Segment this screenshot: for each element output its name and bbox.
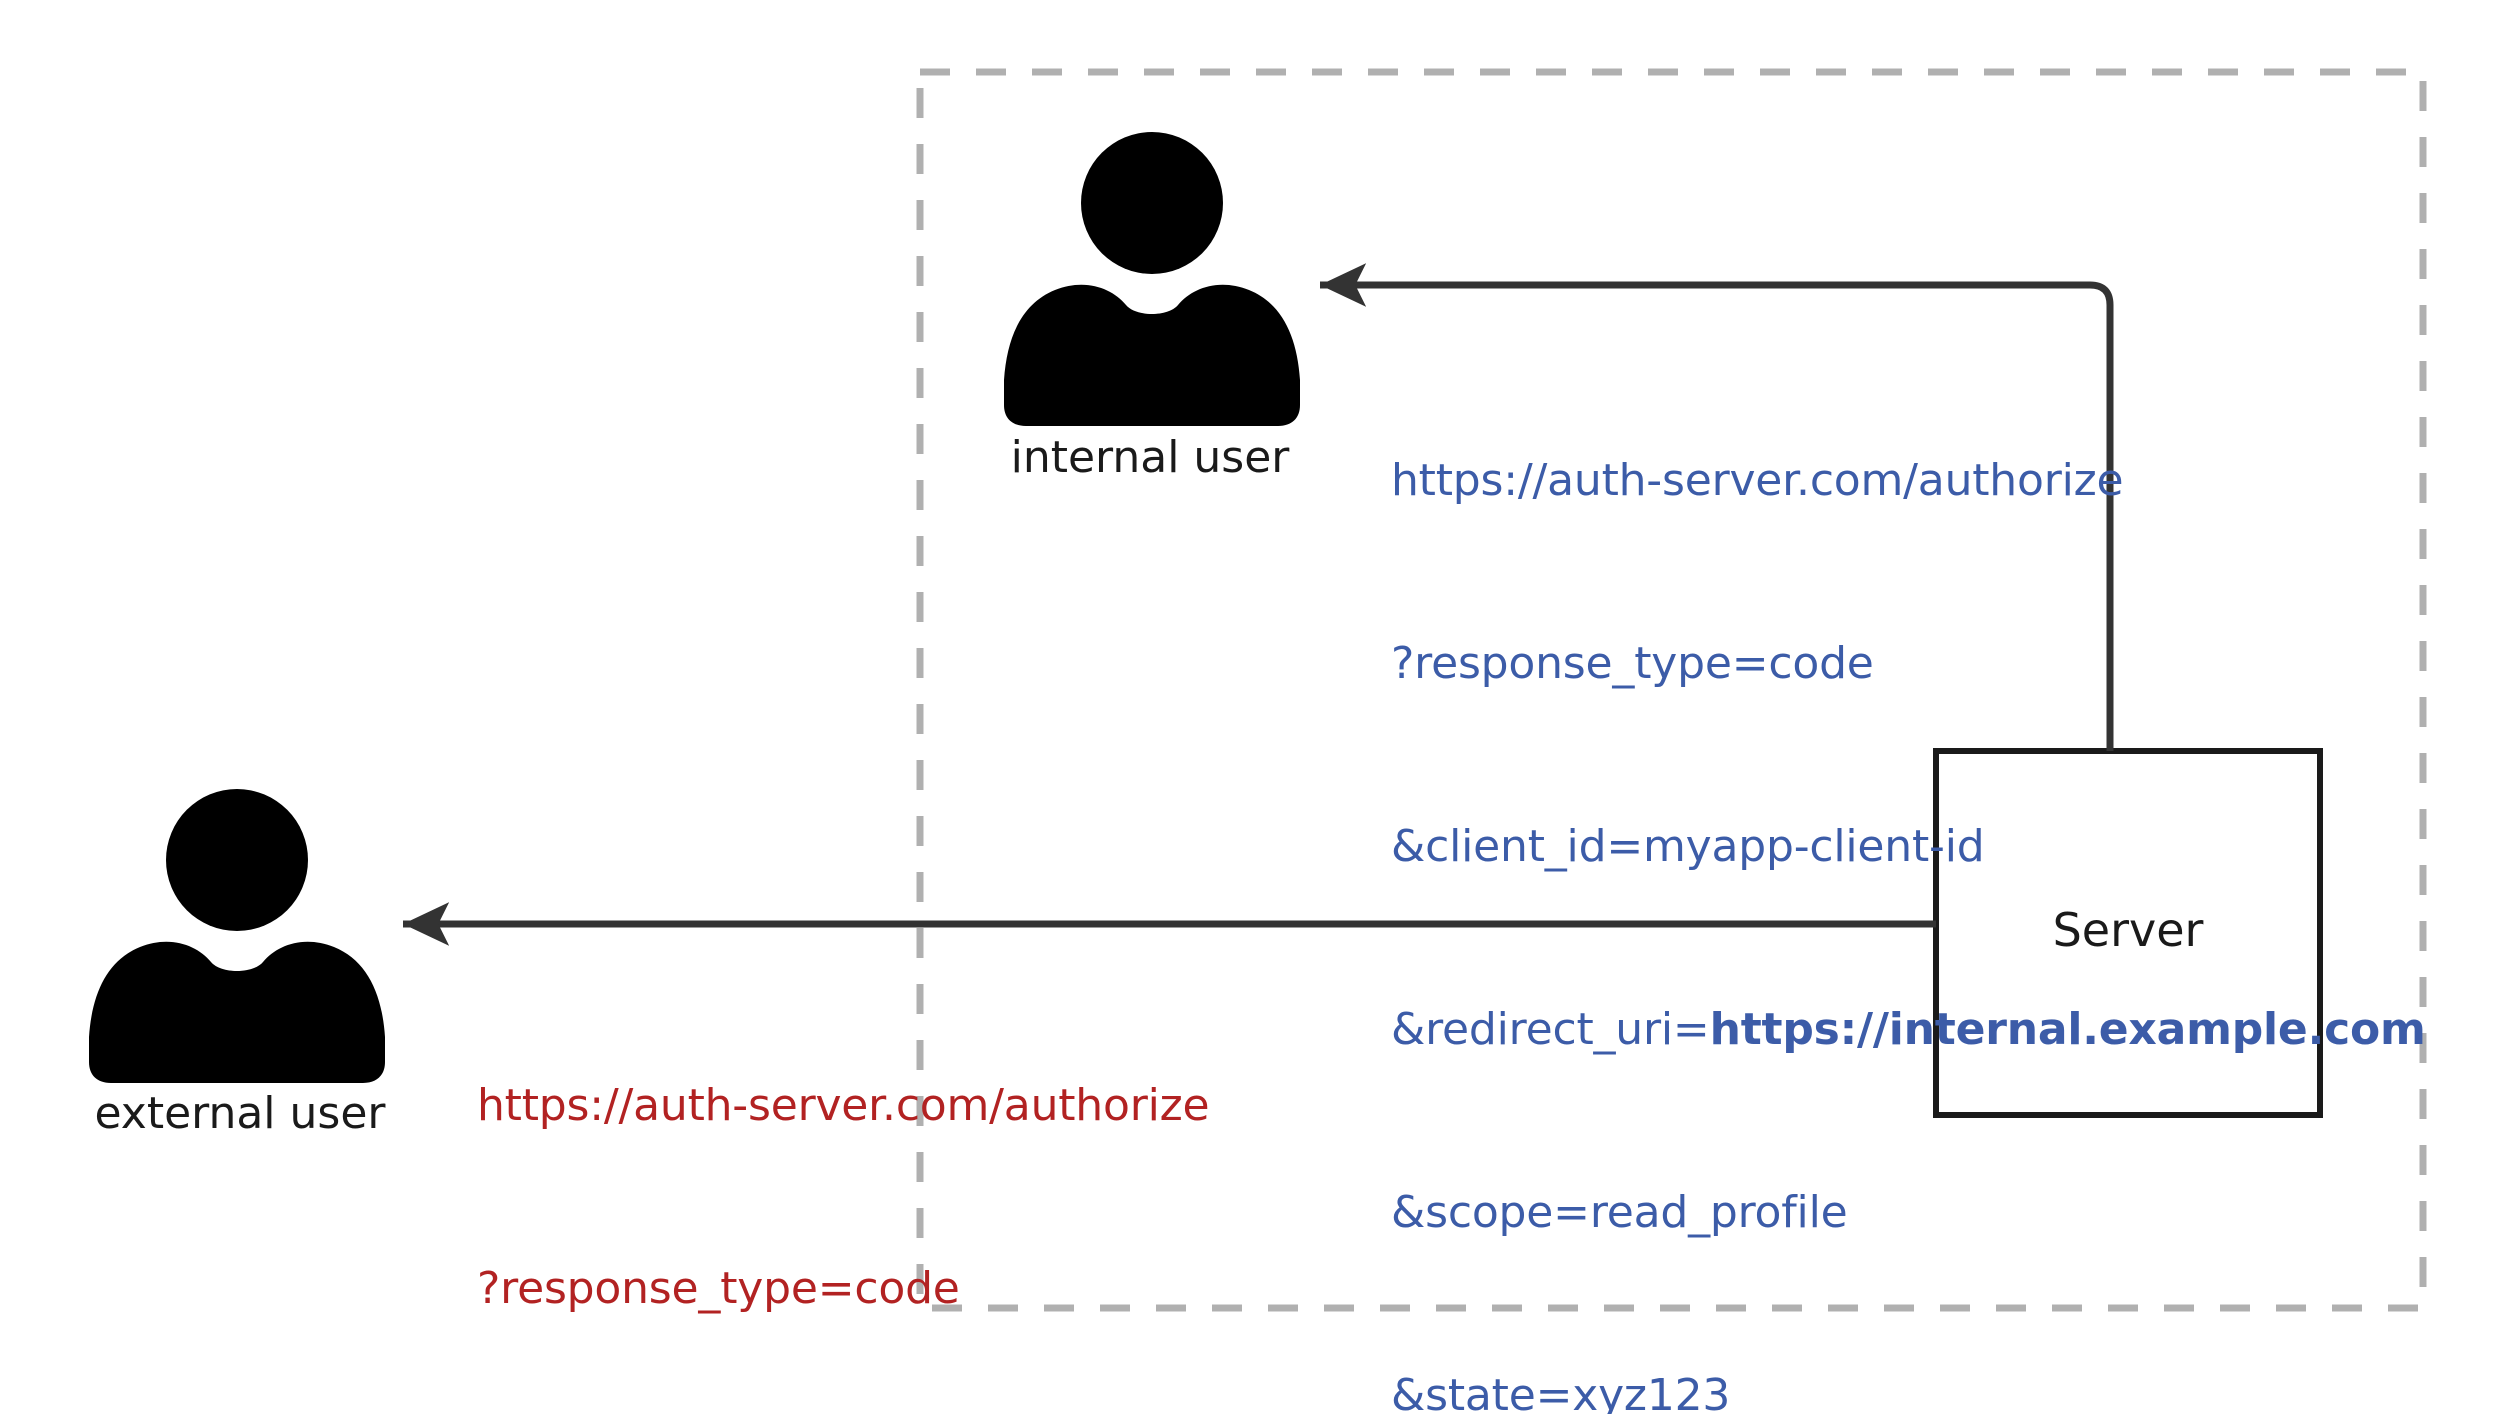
internal-user-label: internal user — [1010, 432, 1290, 483]
url-line: https://auth-server.com/authorize — [1391, 455, 2124, 506]
url-line: &state=xyz123 — [1391, 1370, 1731, 1414]
server-label: Server — [2052, 903, 2204, 957]
url-line: &client_id=myapp-client-id — [1391, 821, 1985, 872]
url-line: &redirect_uri=https://internal.example.c… — [1391, 1004, 2426, 1055]
external-flow-url-text: https://auth-server.com/authorize ?respo… — [477, 953, 1512, 1414]
url-line: &scope=read_profile — [1391, 1187, 1848, 1238]
trust-boundary-rect — [916, 68, 2427, 1312]
server-to-internal-user-arrow — [1320, 263, 2114, 751]
server-box — [1933, 748, 2323, 1118]
url-line: ?response_type=code — [477, 1263, 960, 1314]
internal-flow-url-text: https://auth-server.com/authorize ?respo… — [1391, 328, 2426, 1414]
url-line: https://auth-server.com/authorize — [477, 1080, 1210, 1131]
url-line: ?response_type=code — [1391, 638, 1874, 689]
user-icon — [89, 789, 385, 1083]
external-user-label: external user — [94, 1088, 386, 1139]
user-icon — [1004, 132, 1300, 426]
